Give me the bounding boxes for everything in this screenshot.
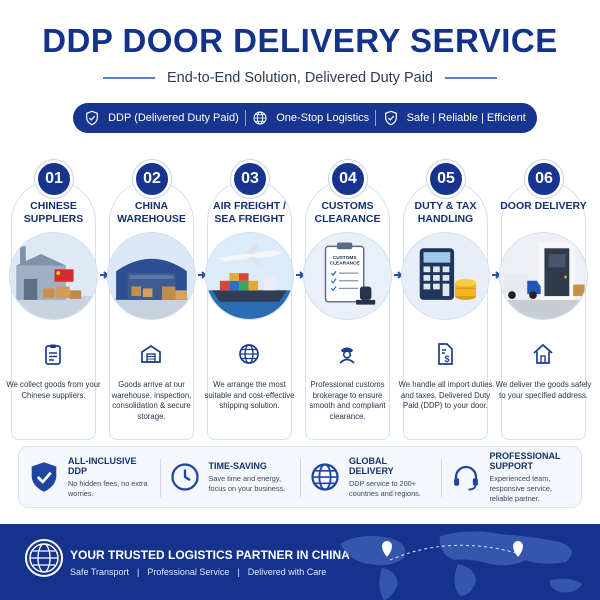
step-card-door-delivery: 06 DOOR DELIVERY We deliver the goods sa… xyxy=(496,152,591,440)
clipboard-icon xyxy=(45,344,61,365)
step-number: 04 xyxy=(329,160,367,198)
feature-global-delivery: GLOBAL DELIVERY DDP service to 200+ coun… xyxy=(300,447,441,507)
customs-stamp-text-1: CUSTOMS xyxy=(333,255,357,261)
step-title: CUSTOMS CLEARANCE xyxy=(314,200,381,225)
feature-professional-support: PROFESSIONAL SUPPORT Experienced team, r… xyxy=(440,447,582,507)
feature-title: PROFESSIONAL SUPPORT xyxy=(489,450,561,471)
globe-icon xyxy=(239,344,259,364)
feature-description: Save time and energy, focus on your busi… xyxy=(208,473,286,493)
banner-item-label: DDP (Delivered Duty Paid) xyxy=(108,112,239,124)
feature-description: No hidden fees, no extra worries. xyxy=(68,478,148,498)
footer-title: YOUR TRUSTED LOGISTICS PARTNER IN CHINA xyxy=(70,548,350,562)
banner-item-label: One-Stop Logistics xyxy=(276,112,370,124)
feature-title: GLOBAL DELIVERY xyxy=(349,455,394,476)
banner-item-label: Safe | Reliable | Efficient xyxy=(406,112,526,124)
customs-clipboard-image: CUSTOMS CLEARANCE xyxy=(303,232,392,320)
step-description: Professional customs brokerage to ensure… xyxy=(309,380,386,421)
step-description: We handle all import duties and taxes. D… xyxy=(398,380,493,410)
banner-separator xyxy=(375,110,377,126)
banner-item-logistics: One-Stop Logistics xyxy=(252,110,369,126)
step-card-customs: 04 CUSTOMS CLEARANCE CUSTOMS CLEARANCE P… xyxy=(303,152,392,440)
step-card-duty-tax: 05 DUTY & TAX HANDLING $ We handle all i… xyxy=(399,152,492,440)
step-title: DOOR DELIVERY xyxy=(500,200,587,212)
customs-officer-icon xyxy=(339,347,355,364)
shield-check-icon xyxy=(384,110,397,126)
factory-image xyxy=(9,232,98,320)
step-card-freight: 03 AIR FREIGHT / SEA FREIGHT We arrange … xyxy=(204,152,295,440)
step-number: 02 xyxy=(133,160,171,198)
banner-separator xyxy=(244,110,246,126)
clock-icon xyxy=(170,463,199,491)
svg-text:$: $ xyxy=(444,354,449,364)
feature-all-inclusive: ALL-INCLUSIVE DDP No hidden fees, no ext… xyxy=(19,447,160,507)
page-title: DDP DOOR DELIVERY SERVICE xyxy=(42,22,558,59)
calculator-coins-image xyxy=(401,232,490,320)
globe-icon xyxy=(25,539,63,577)
headset-icon xyxy=(453,465,478,491)
step-description: Goods arrive at our warehouse, inspectio… xyxy=(111,380,192,421)
plane-ship-image xyxy=(205,232,294,320)
warehouse-image xyxy=(107,232,196,320)
footer-band: YOUR TRUSTED LOGISTICS PARTNER IN CHINA … xyxy=(0,524,600,600)
divider-line xyxy=(103,77,155,79)
step-card-suppliers: 01 CHINESE SUPPLIERS We collect goods fr… xyxy=(6,152,101,440)
footer-tag: Safe Transport xyxy=(70,567,130,577)
step-card-warehouse: 02 CHINA WAREHOUSE Goods arrive at our w… xyxy=(107,152,196,440)
feature-title: ALL-INCLUSIVE DDP xyxy=(68,455,137,476)
customs-stamp-text-2: CLEARANCE xyxy=(330,261,360,267)
footer-tag: Professional Service xyxy=(147,567,230,577)
globe-icon xyxy=(311,463,339,491)
feature-description: Experienced team, responsive service, re… xyxy=(489,473,552,503)
footer-tag-separator: | xyxy=(237,567,240,577)
step-description: We collect goods from your Chinese suppl… xyxy=(6,380,101,400)
step-title: CHINA WAREHOUSE xyxy=(117,200,186,225)
step-title: DUTY & TAX HANDLING xyxy=(414,200,477,225)
feature-time-saving: TIME-SAVING Save time and energy, focus … xyxy=(159,447,301,507)
footer-tagline: Safe Transport | Professional Service | … xyxy=(70,567,326,577)
warehouse-icon xyxy=(141,344,161,363)
feature-description: DDP service to 200+ countries and region… xyxy=(349,478,421,498)
footer-tag: Delivered with Care xyxy=(247,567,327,577)
banner-item-ddp: DDP (Delivered Duty Paid) xyxy=(84,110,239,126)
step-number: 06 xyxy=(525,160,563,198)
step-description: We deliver the goods safely to your spec… xyxy=(495,380,592,400)
step-description: We arrange the most suitable and cost-ef… xyxy=(204,380,295,410)
step-title: CHINESE SUPPLIERS xyxy=(23,200,84,225)
footer-tag-separator: | xyxy=(137,567,140,577)
shield-check-icon xyxy=(86,110,99,126)
banner-item-safe: Safe | Reliable | Efficient xyxy=(383,110,526,126)
tax-document-icon: $ xyxy=(438,343,453,365)
feature-title: TIME-SAVING xyxy=(208,460,267,471)
process-steps: 01 CHINESE SUPPLIERS We collect goods fr… xyxy=(6,152,591,442)
highlight-banner: DDP (Delivered Duty Paid) One-Stop Logis… xyxy=(73,103,537,133)
features-bar: ALL-INCLUSIVE DDP No hidden fees, no ext… xyxy=(18,446,582,508)
world-map-image xyxy=(340,531,582,600)
step-number: 03 xyxy=(231,160,269,198)
door-truck-image xyxy=(499,232,588,320)
subtitle-row: End-to-End Solution, Delivered Duty Paid xyxy=(0,70,600,86)
step-number: 05 xyxy=(427,160,465,198)
step-number: 01 xyxy=(35,160,73,198)
shield-check-icon xyxy=(31,462,57,492)
globe-icon xyxy=(253,111,267,125)
house-icon xyxy=(533,343,553,364)
step-title: AIR FREIGHT / SEA FREIGHT xyxy=(213,200,286,225)
divider-line xyxy=(444,77,497,79)
page-subtitle: End-to-End Solution, Delivered Duty Paid xyxy=(167,70,433,86)
